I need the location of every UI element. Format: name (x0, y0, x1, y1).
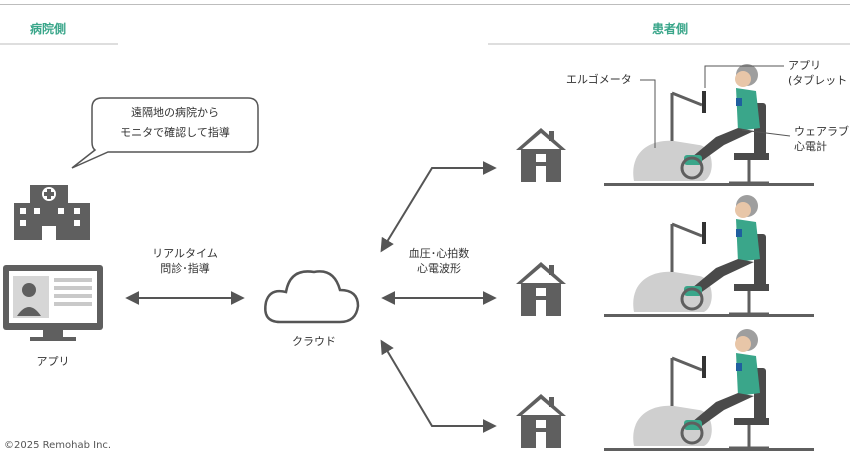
arrow-cloud-patient-3 (380, 339, 497, 433)
cloud-patients-label-line-1: 血圧･心拍数 (408, 247, 470, 260)
top-divider (0, 4, 850, 5)
cloud-icon (264, 270, 360, 324)
app-tablet-label-line-2: (タブレット (788, 74, 848, 87)
wearable-ecg-label-line-1: ウェアラブ (794, 125, 849, 138)
hospital-cloud-label: リアルタイム 問診･指導 (128, 246, 242, 276)
arrow-cloud-patient-1 (380, 161, 497, 253)
patient-ergometer-1 (602, 62, 816, 188)
wearable-callout-line (741, 129, 791, 137)
patient-side-header: 患者側 (652, 22, 689, 36)
app-tablet-label-line-1: アプリ (788, 59, 821, 72)
speech-bubble (71, 97, 259, 169)
speech-bubble-line-2: モニタで確認して指導 (120, 126, 230, 139)
monitor-icon (3, 265, 103, 341)
patient-ergometer-2 (602, 193, 816, 319)
app-label: アプリ (36, 355, 70, 368)
cloud-patients-label: 血圧･心拍数 心電波形 (386, 246, 492, 276)
ergometer-label: エルゴメータ (566, 73, 632, 86)
cloud-patients-label-line-2: 心電波形 (417, 262, 461, 275)
patient-ergometer-3 (602, 327, 816, 453)
hospital-building-icon (14, 185, 90, 240)
cloud-label: クラウド (292, 335, 336, 348)
hospital-cloud-label-line-1: リアルタイム (152, 247, 218, 260)
wearable-ecg-label-line-2: 心電計 (794, 140, 827, 153)
ergometer-callout-line (640, 79, 656, 148)
home-icon-3 (516, 394, 566, 448)
app-callout-line (704, 65, 784, 88)
home-icon-2 (516, 262, 566, 316)
speech-bubble-text: 遠隔地の病院から モニタで確認して指導 (92, 105, 258, 140)
copyright-text: ©2025 Remohab Inc. (4, 440, 112, 451)
hospital-cloud-label-line-2: 問診･指導 (160, 262, 210, 275)
hospital-side-header: 病院側 (30, 22, 67, 36)
wearable-ecg-label: ウェアラブ 心電計 (794, 124, 849, 154)
home-icon-1 (516, 128, 566, 182)
app-tablet-label: アプリ (タブレット (788, 58, 847, 88)
speech-bubble-line-1: 遠隔地の病院から (131, 106, 219, 119)
